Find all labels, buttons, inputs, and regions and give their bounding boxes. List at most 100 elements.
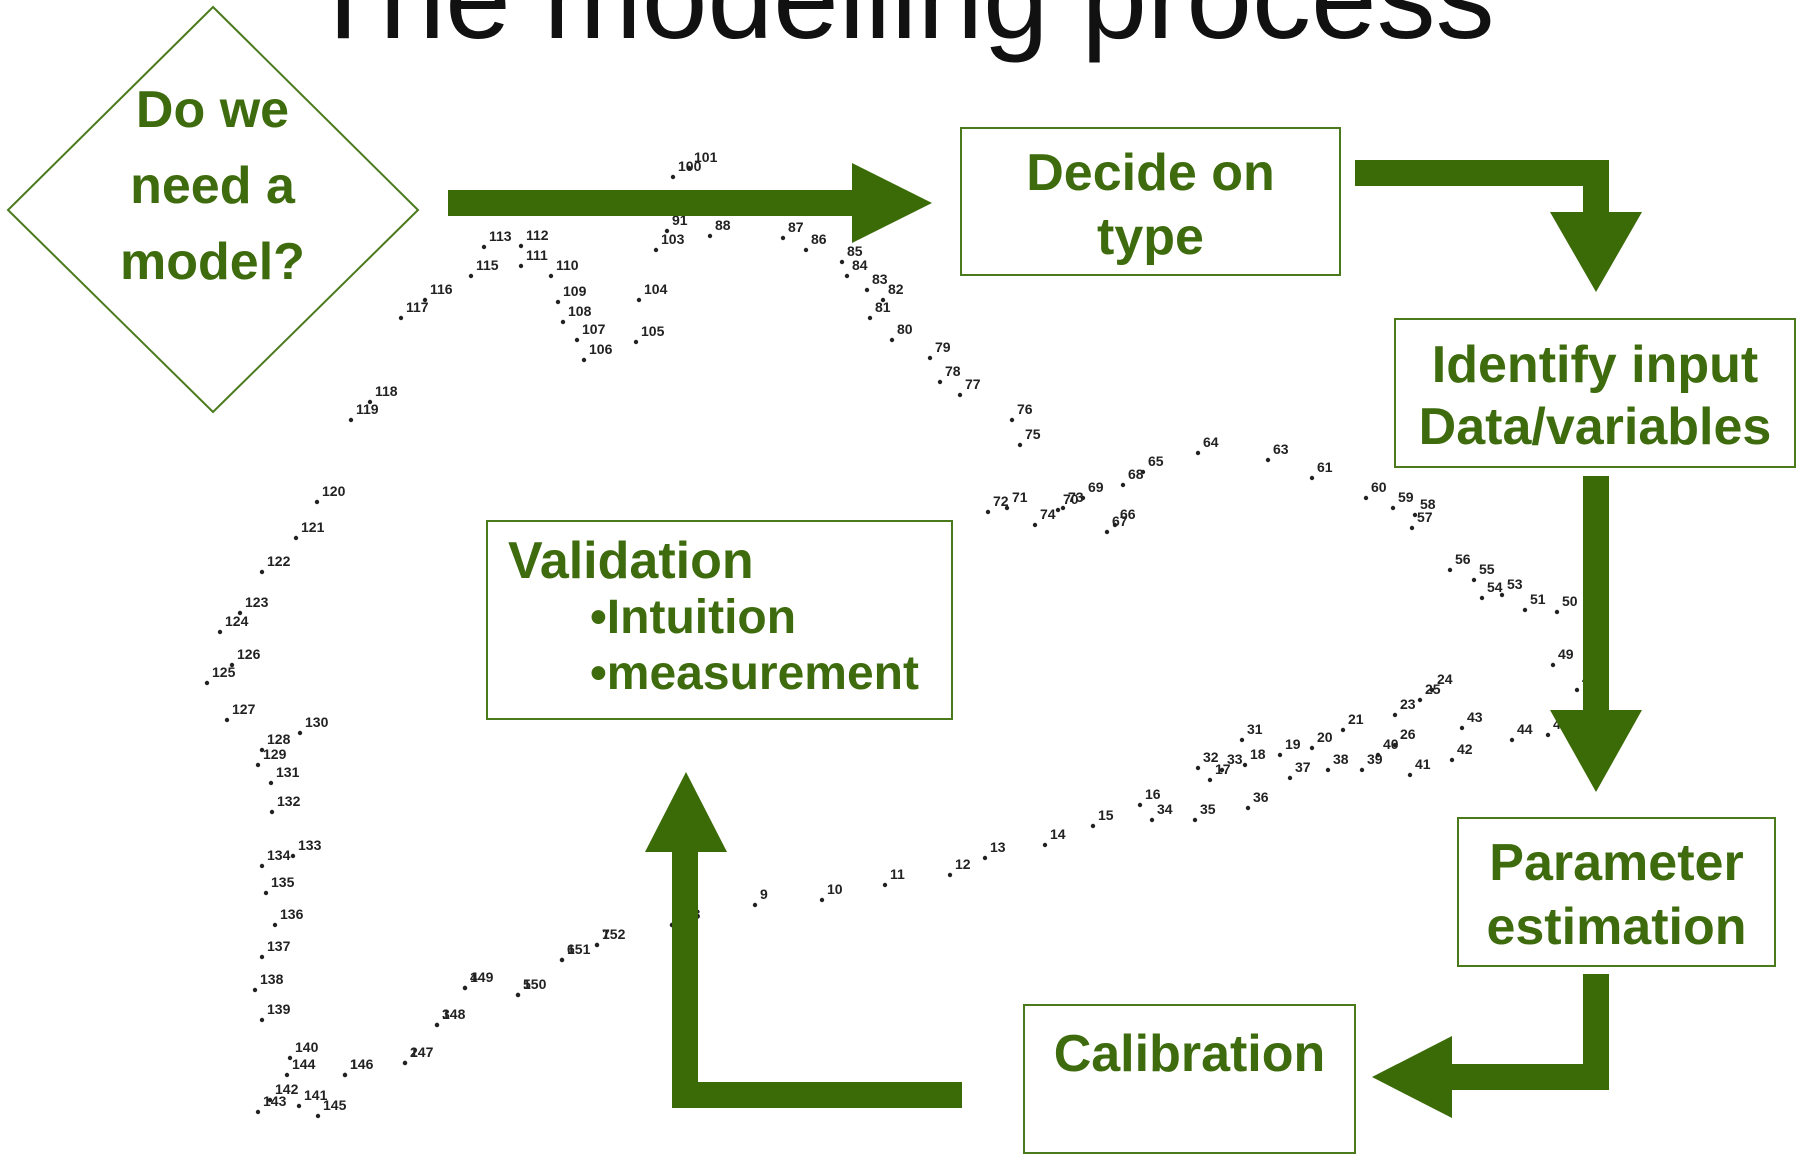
puzzle-dot [468,273,474,279]
puzzle-dot [1265,457,1271,463]
puzzle-dot-number: 53 [1507,576,1523,592]
puzzle-dot-number: 116 [430,281,453,297]
decide-type-box: Decide on type [960,127,1341,276]
puzzle-dot [1009,417,1015,423]
puzzle-dot [581,357,587,363]
puzzle-dot-number: 36 [1253,789,1269,805]
puzzle-dot [1325,767,1331,773]
puzzle-dot [1104,529,1110,535]
puzzle-dot-number: 26 [1400,726,1416,742]
puzzle-dot-number: 120 [322,483,346,499]
puzzle-dot-number: 24 [1437,671,1453,687]
validation-item-intuition: •Intuition [590,591,797,644]
puzzle-dot-number: 60 [1371,479,1387,495]
puzzle-dot [1017,442,1023,448]
puzzle-dot-number: 15 [1098,807,1114,823]
puzzle-dot [1277,752,1283,758]
puzzle-dot-number: 63 [1273,441,1289,457]
puzzle-dot [315,1113,321,1119]
puzzle-dot [204,680,210,686]
identify-input-box: Identify input Data/variables [1394,318,1796,468]
puzzle-dot [669,922,675,928]
puzzle-dot [1409,525,1415,531]
puzzle-dot-number: 69 [1088,479,1104,495]
puzzle-dot [252,987,258,993]
puzzle-dot-number: 9 [760,886,768,902]
puzzle-dot-number: 131 [276,764,300,780]
puzzle-dot-number: 124 [225,613,249,629]
puzzle-dot [1412,512,1418,518]
puzzle-dot-number: 86 [811,231,827,247]
slide-title: The modelling process [0,0,1802,66]
puzzle-dot-number: 51 [1530,591,1546,607]
puzzle-dot-number: 145 [323,1097,347,1113]
puzzle-dot-number: 13 [990,839,1006,855]
puzzle-dot-number: 1 [350,1056,358,1072]
puzzle-dot-number: 142 [275,1081,299,1097]
puzzle-dot [839,259,845,265]
puzzle-dot-number: 133 [298,837,322,853]
puzzle-dot [267,1097,273,1103]
puzzle-dot-number: 20 [1317,729,1333,745]
puzzle-dot [1239,737,1245,743]
puzzle-dot [259,747,265,753]
puzzle-dot [296,1103,302,1109]
puzzle-dot [402,1060,408,1066]
puzzle-dot [259,863,265,869]
puzzle-dot-number: 6 [567,941,575,957]
puzzle-dot [1375,752,1381,758]
puzzle-dot-number: 87 [788,219,804,235]
puzzle-dot [518,263,524,269]
puzzle-dot [398,315,404,321]
puzzle-dot [272,922,278,928]
puzzle-dot-number: 72 [993,493,1009,509]
puzzle-dot-number: 132 [277,793,301,809]
puzzle-dot-number: 136 [280,906,304,922]
puzzle-dot [263,890,269,896]
puzzle-dot-number: 7 [602,926,610,942]
puzzle-dot-number: 83 [872,271,888,287]
puzzle-dot [555,299,561,305]
puzzle-dot [284,1072,290,1078]
puzzle-dot [670,174,676,180]
puzzle-dot-number: 146 [350,1056,374,1072]
puzzle-dot [515,992,521,998]
puzzle-dot [1140,469,1146,475]
puzzle-dot [882,882,888,888]
puzzle-dot-number: 75 [1025,426,1041,442]
puzzle-dot [1479,595,1485,601]
puzzle-dot [1207,777,1213,783]
puzzle-dot [1060,505,1066,511]
puzzle-dot [1137,802,1143,808]
puzzle-dot-number: 101 [694,149,718,165]
puzzle-dot-number: 4 [470,969,478,985]
puzzle-dot-number: 78 [945,363,961,379]
puzzle-dot [1090,823,1096,829]
puzzle-dot [1192,817,1198,823]
puzzle-dot [1309,745,1315,751]
decide-type-line-1: Decide on [1026,144,1275,202]
puzzle-dot [462,985,468,991]
puzzle-dot [1309,475,1315,481]
puzzle-dot-number: 153 [677,906,701,922]
puzzle-dot-number: 61 [1317,459,1333,475]
puzzle-dot-number: 44 [1517,721,1533,737]
puzzle-dot-number: 11 [890,866,905,882]
puzzle-dot-number: 126 [237,646,261,662]
puzzle-dot [255,762,261,768]
puzzle-dot-number: 77 [965,376,981,392]
puzzle-dot-number: 66 [1120,506,1136,522]
puzzle-dot [348,417,354,423]
puzzle-dot [217,629,223,635]
puzzle-dot [1120,482,1126,488]
need-model-label: Do we need a model? [80,72,345,300]
puzzle-dot-number: 25 [1425,681,1441,697]
puzzle-dot [1004,505,1010,511]
puzzle-dot [1429,687,1435,693]
puzzle-dot-number: 73 [1068,489,1084,505]
puzzle-dot-number: 127 [232,701,256,717]
puzzle-dot-number: 39 [1367,751,1383,767]
puzzle-dot-number: 57 [1417,509,1433,525]
puzzle-dot-number: 91 [672,212,688,228]
puzzle-dot [287,1055,293,1061]
